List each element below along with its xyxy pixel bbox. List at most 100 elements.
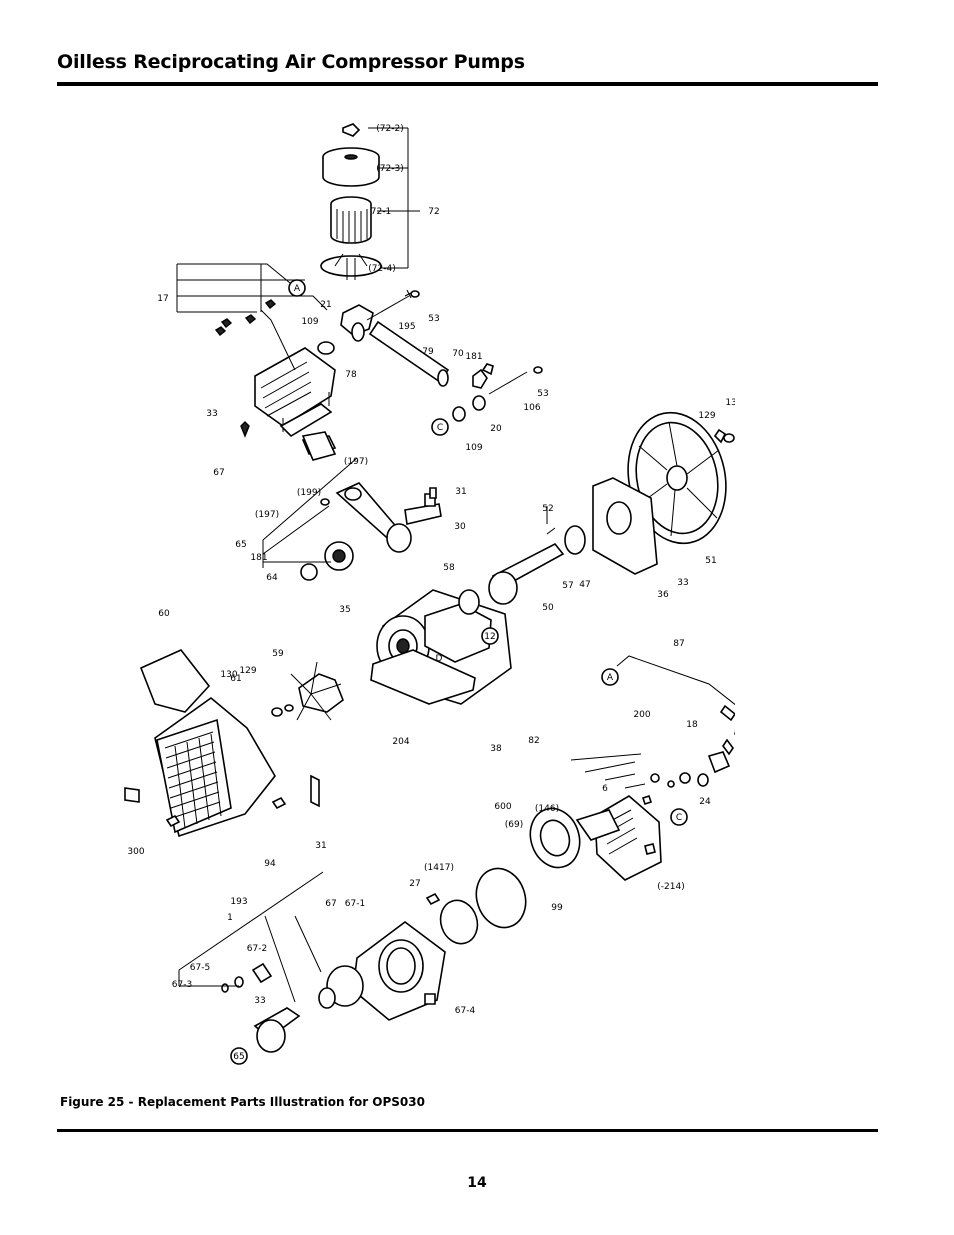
callout-label: 67-2 — [247, 944, 267, 954]
cylinder-two — [178, 871, 446, 1053]
callout-label: 27 — [409, 879, 420, 889]
callout-label: 35 — [339, 605, 350, 615]
callout-label: 99 — [551, 903, 563, 913]
callout-label: 53 — [428, 314, 439, 324]
callout-label: 130 — [725, 398, 735, 408]
callout-label: 67-5 — [190, 963, 210, 973]
callout-label: 204 — [392, 737, 409, 747]
valve-plate — [425, 795, 662, 945]
callout-circle — [431, 418, 449, 436]
callout-label: (72-3) — [376, 164, 403, 174]
callout-label: 51 — [705, 556, 716, 566]
callout-label: 58 — [443, 563, 455, 573]
flywheel — [592, 411, 735, 575]
callout-label: 31 — [455, 487, 466, 497]
callout-label: 300 — [127, 847, 144, 857]
callout-label: 12 — [484, 632, 495, 642]
callout-label: 181 — [465, 352, 482, 362]
figure-caption: Figure 25 - Replacement Parts Illustrati… — [60, 1095, 425, 1109]
callout-label: 109 — [301, 317, 318, 327]
callout-label: 72 — [428, 207, 439, 217]
callout-circle — [230, 1047, 248, 1065]
callout-label: (72-2) — [376, 124, 403, 134]
page-title: Oilless Reciprocating Air Compressor Pum… — [57, 51, 525, 73]
callout-label: 87 — [673, 639, 684, 649]
callout-label: 72-1 — [371, 207, 391, 217]
callout-label: 18 — [686, 720, 698, 730]
callout-circle — [601, 668, 619, 686]
callout-label: 17 — [157, 294, 168, 304]
callout-circle — [481, 627, 499, 645]
footer-rule — [57, 1129, 878, 1132]
intake-fittings — [317, 289, 543, 422]
cylinder-head — [176, 263, 337, 455]
callout-label: 600 — [494, 802, 511, 812]
callout-label: 70 — [452, 349, 464, 359]
callout-circle — [288, 279, 306, 297]
callout-label: (-214) — [657, 882, 684, 892]
header-rule — [57, 82, 878, 86]
callout-label: C — [437, 423, 443, 433]
callout-label: 65 — [233, 1052, 244, 1062]
piston-rod — [262, 431, 412, 581]
callout-label: (72-4) — [368, 264, 395, 274]
callout-label: (199) — [297, 488, 321, 498]
callout-label: 61 — [230, 674, 241, 684]
crankshaft — [488, 506, 586, 605]
callout-label: 59 — [272, 649, 284, 659]
callout-label: 130 — [220, 670, 237, 680]
discharge-tube — [570, 655, 735, 806]
callout-label: 78 — [345, 370, 357, 380]
callout-label: D — [436, 654, 443, 664]
callout-label: 47 — [579, 580, 590, 590]
cooling-shroud — [124, 649, 344, 838]
callout-label: 94 — [264, 859, 276, 869]
callout-label: 200 — [633, 710, 650, 720]
callout-label: 181 — [250, 553, 267, 563]
crankcase — [370, 487, 512, 705]
callout-label: 79 — [422, 347, 434, 357]
callout-label: 33 — [206, 409, 217, 419]
callout-label: 53 — [537, 389, 548, 399]
callout-label: 129 — [239, 666, 256, 676]
callout-label: 24 — [699, 797, 711, 807]
callout-label: 36 — [657, 590, 669, 600]
air-filter-assembly — [320, 123, 420, 280]
callout-label: 67-4 — [455, 1006, 476, 1016]
callout-label: 67-3 — [172, 980, 192, 990]
callout-label: C — [676, 813, 682, 823]
callout-label: 67-1 — [345, 899, 365, 909]
callout-label: 129 — [698, 411, 715, 421]
callout-label: 1 — [227, 913, 233, 923]
callout-label: A — [607, 673, 614, 683]
callout-label: (1417) — [424, 863, 454, 873]
callout-label: 57 — [562, 581, 573, 591]
callout-circle — [670, 808, 688, 826]
callout-label: 52 — [542, 504, 553, 514]
callout-label: 33 — [254, 996, 265, 1006]
callout-label: 109 — [465, 443, 482, 453]
callout-label: 33 — [677, 578, 688, 588]
callout-label: 195 — [398, 322, 415, 332]
page-number: 14 — [467, 1175, 487, 1191]
callout-label: 82 — [528, 736, 539, 746]
callout-label: (146) — [535, 804, 559, 814]
callout-label: 106 — [523, 403, 540, 413]
callout-label: A — [294, 284, 301, 294]
callout-label: 67 — [213, 468, 224, 478]
callout-label: 67 — [325, 899, 336, 909]
callout-label: 50 — [542, 603, 554, 613]
callout-label: 193 — [230, 897, 247, 907]
callout-label: 6 — [602, 784, 608, 794]
callout-label: 64 — [266, 573, 278, 583]
callout-label: 60 — [158, 609, 170, 619]
callout-label: 20 — [490, 424, 502, 434]
callout-label: 31 — [315, 841, 326, 851]
callout-label: 30 — [454, 522, 466, 532]
callout-label: 38 — [490, 744, 502, 754]
callout-label: (197) — [255, 510, 279, 520]
callout-label: (69) — [505, 820, 523, 830]
callout-label: (197) — [344, 457, 368, 467]
